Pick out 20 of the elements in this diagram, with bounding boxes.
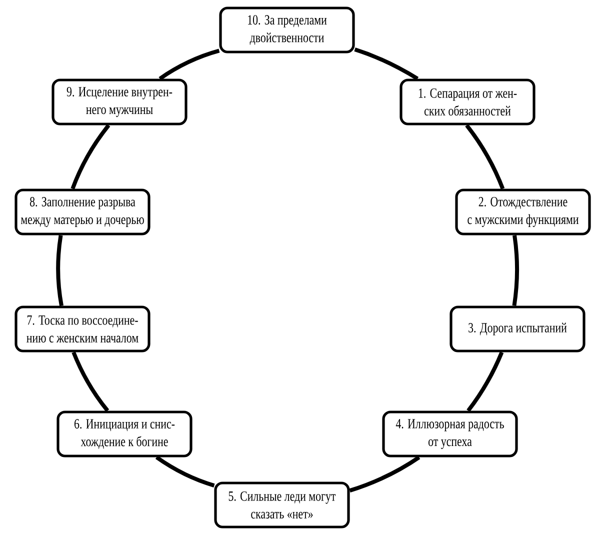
connector-arc xyxy=(72,352,110,412)
stage-box: 3. Дорога испытаний xyxy=(450,306,586,352)
connector-arc xyxy=(512,235,520,306)
connector-arc xyxy=(354,48,419,80)
connector-arc xyxy=(56,235,64,306)
connector-arc xyxy=(349,456,420,492)
stage-box: 8. Заполнение разрыва между матерью и дочерью xyxy=(14,188,150,236)
stage-box: 9. Исцеление внутрен- него мужчины xyxy=(52,78,188,126)
stage-box: 10. За пределами двойственности xyxy=(219,6,355,54)
stage-box: 4. Иллюзорная радость от успеха xyxy=(382,410,518,458)
connector-arc xyxy=(465,124,505,190)
connector-arc xyxy=(466,352,504,412)
connector-arc xyxy=(158,48,220,80)
stage-box: 1. Сепарация от жен- ских обязанностей xyxy=(400,78,536,126)
connector-arc xyxy=(155,456,215,488)
stage-box: 6. Инициация и снис- хождение к богине xyxy=(56,410,192,458)
stage-box: 7. Тоска по воссоедине- нию с женским началом xyxy=(14,306,150,352)
connector-arc xyxy=(70,124,110,190)
stage-box: 2. Отождествление с мужскими функциями xyxy=(455,188,591,236)
stage-box: 5. Сильные леди могут сказать «нет» xyxy=(214,482,350,528)
